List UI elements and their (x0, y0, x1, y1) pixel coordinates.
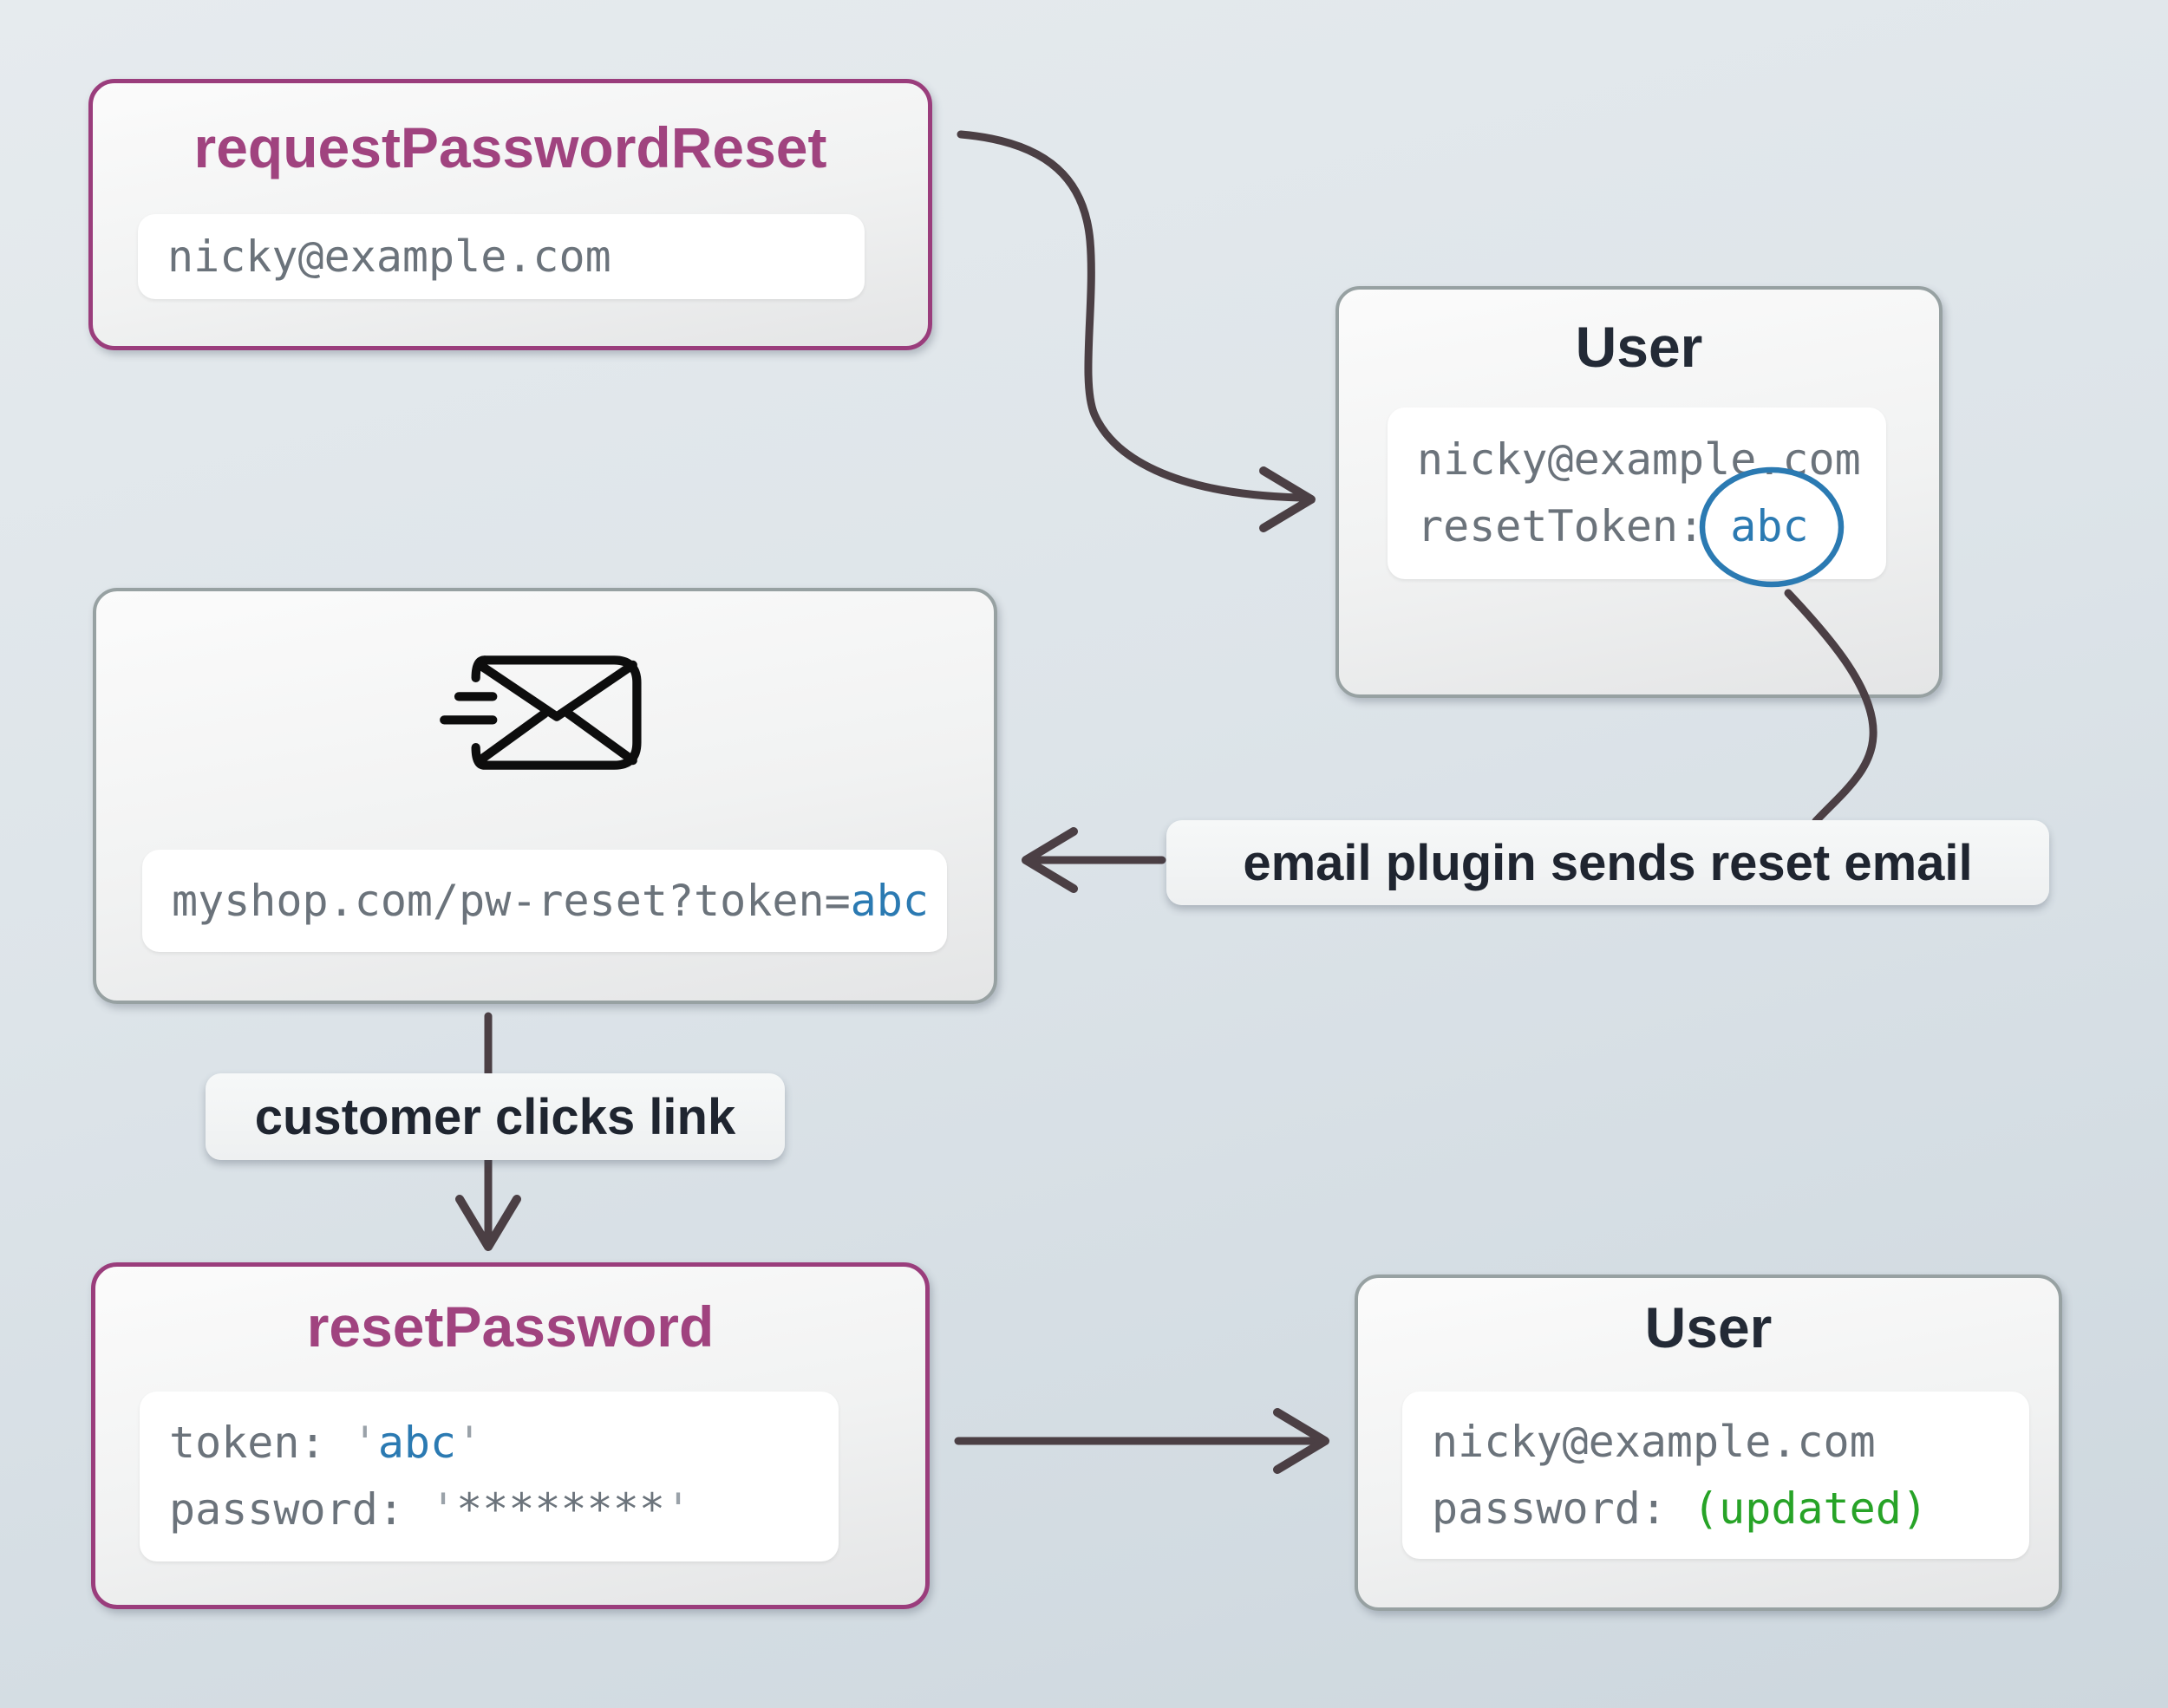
user-password-field: password: (updated) (1432, 1476, 2029, 1542)
token-label: token: (169, 1418, 352, 1468)
reset-password-card: resetPassword token: 'abc' password: '**… (91, 1262, 930, 1609)
flow-arrow-reset-to-user-head (1273, 1408, 1329, 1474)
user-record-card-top: User nicky@example.com resetToken: abc (1335, 286, 1943, 698)
reset-token-value: abc (1730, 501, 1809, 551)
flow-arrow-request-to-user (957, 130, 1305, 502)
reset-link-url-prefix: myshop.com/pw-reset?token= (172, 875, 851, 926)
user-record-title-top: User (1575, 315, 1703, 379)
annotation-email-plugin: email plugin sends reset email (1166, 820, 2049, 905)
token-value: abc (377, 1418, 457, 1468)
user-record-fields-bottom: nicky@example.com password: (updated) (1402, 1392, 2029, 1559)
user-record-card-bottom: User nicky@example.com password: (update… (1355, 1274, 2062, 1611)
annotation-customer-clicks: customer clicks link (206, 1073, 785, 1160)
annotation-customer-clicks-text: customer clicks link (254, 1088, 736, 1145)
password-field: password: '********' (169, 1477, 839, 1543)
password-updated-value: (updated) (1693, 1483, 1928, 1534)
flow-arrow-email-to-reset-head (455, 1195, 521, 1251)
flow-arrow-request-to-user-head (1259, 466, 1316, 532)
password-close-quote: ' (664, 1484, 692, 1535)
user-record-title-bottom: User (1644, 1295, 1773, 1359)
password-label: password: (169, 1484, 431, 1535)
user-email-field: nicky@example.com (1417, 434, 1861, 485)
password-masked-value: ******** (456, 1484, 665, 1535)
reset-link-url: myshop.com/pw-reset?token=abc (172, 868, 947, 935)
token-close-quote: ' (456, 1418, 483, 1468)
reset-link-url-box: myshop.com/pw-reset?token=abc (142, 850, 947, 952)
user-email-field-bottom: nicky@example.com (1432, 1416, 1876, 1467)
password-label-bottom: password: (1432, 1483, 1694, 1534)
request-email-value: nicky@example.com (167, 231, 611, 282)
reset-email-card: myshop.com/pw-reset?token=abc (93, 588, 997, 1004)
send-email-icon (440, 655, 642, 770)
user-reset-token-field: resetToken: abc (1417, 493, 1886, 560)
password-open-quote: ' (430, 1484, 457, 1535)
request-password-reset-card: requestPasswordReset nicky@example.com (88, 79, 932, 350)
reset-link-url-token: abc (850, 875, 929, 926)
token-field: token: 'abc' (169, 1410, 839, 1477)
request-password-reset-title: requestPasswordReset (193, 115, 827, 179)
request-email-value-box: nicky@example.com (138, 214, 865, 299)
reset-token-label: resetToken: (1417, 501, 1731, 551)
user-record-fields-top: nicky@example.com resetToken: abc (1388, 407, 1886, 579)
reset-password-title: resetPassword (306, 1294, 715, 1359)
reset-password-fields: token: 'abc' password: '********' (140, 1392, 839, 1561)
annotation-email-plugin-text: email plugin sends reset email (1243, 834, 1973, 891)
token-open-quote: ' (351, 1418, 378, 1468)
flow-arrow-label-to-email-head (1022, 827, 1078, 893)
